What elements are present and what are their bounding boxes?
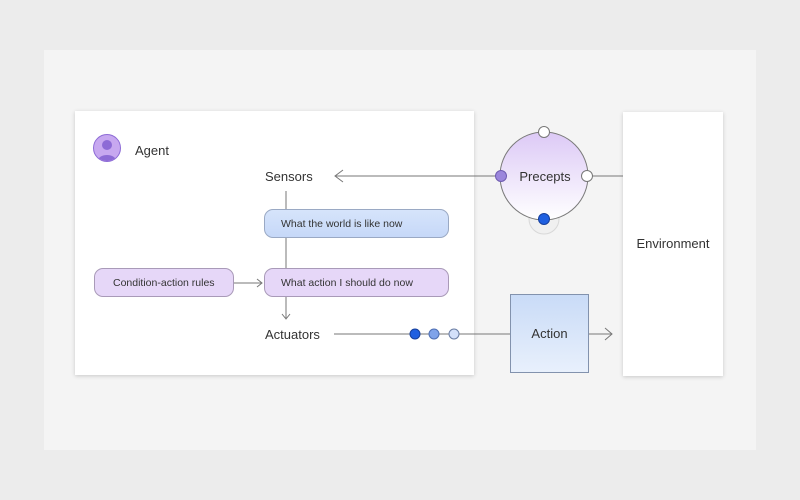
precepts-top-node (538, 126, 550, 138)
actuators-label: Actuators (265, 327, 320, 342)
precepts-bottom-node (538, 213, 550, 225)
actuator-dot-1 (409, 328, 421, 340)
sensors-arrowhead (334, 169, 344, 183)
rules-arrowhead (256, 278, 263, 288)
actuators-arrowhead (281, 313, 291, 320)
sensors-label: Sensors (265, 169, 313, 184)
precepts-label: Precepts (519, 169, 571, 184)
precepts-left-node (495, 170, 507, 182)
action-choice-label: What action I should do now (281, 276, 413, 289)
environment-arrowhead (604, 327, 613, 341)
rules-node: Condition-action rules (94, 268, 234, 297)
agent-avatar-icon (93, 134, 121, 162)
action-label: Action (531, 326, 568, 341)
agent-panel (75, 111, 474, 375)
action-box: Action (510, 294, 589, 373)
rules-label: Condition-action rules (113, 276, 215, 289)
world-state-label: What the world is like now (281, 217, 403, 230)
agent-title: Agent (135, 143, 169, 158)
environment-panel (623, 112, 723, 376)
actuator-dot-2 (428, 328, 440, 340)
actuator-dot-3 (448, 328, 460, 340)
precepts-right-node (581, 170, 593, 182)
action-choice-node: What action I should do now (264, 268, 449, 297)
world-state-node: What the world is like now (264, 209, 449, 238)
environment-label: Environment (636, 236, 710, 251)
